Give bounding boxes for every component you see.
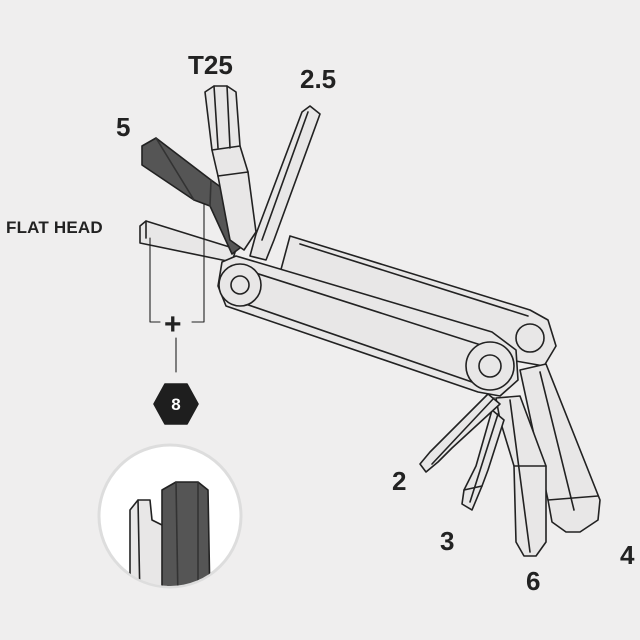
hex-2-bit [419, 393, 501, 473]
label-t25: T25 [188, 50, 233, 80]
label-3: 3 [440, 526, 455, 556]
flat-head-bit [139, 220, 237, 263]
hex-2-5-bit [249, 105, 321, 261]
hex-size-badge [153, 383, 199, 425]
hex-4-bit [519, 363, 601, 533]
label-combined-8: 8 [171, 395, 181, 414]
label-2: 2 [392, 466, 407, 496]
label-2-5: 2.5 [300, 64, 337, 94]
label-flat-head: FLAT HEAD [6, 218, 103, 237]
hex-3-bit [461, 409, 505, 511]
hex-5-bit [141, 137, 241, 255]
label-5: 5 [116, 112, 131, 142]
tool-body-front [217, 255, 545, 397]
label-6: 6 [526, 566, 541, 596]
zoom-detail [97, 443, 243, 589]
combination-bracket [149, 203, 205, 373]
hex-6-bit [495, 395, 547, 557]
plus-sign: + [164, 308, 182, 341]
label-4: 4 [620, 540, 635, 570]
t25-bit [204, 85, 257, 251]
